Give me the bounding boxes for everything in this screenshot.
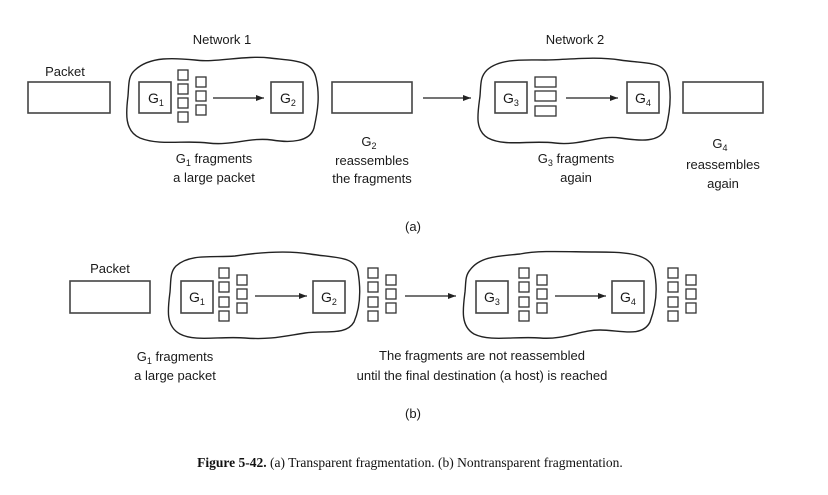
fragment <box>177 83 189 95</box>
gateway-g3-box <box>494 81 528 114</box>
fragment <box>518 310 530 322</box>
gateway-g3-label: G3 <box>484 289 500 307</box>
g3-fragments <box>534 76 557 117</box>
fragment <box>177 111 189 123</box>
g1-fragments <box>218 267 248 322</box>
network-2-label: Network 2 <box>546 32 605 47</box>
part-b: Packet G1 G2 G3 <box>69 250 697 421</box>
fragment <box>667 310 679 322</box>
gateway-g1-box <box>180 280 214 314</box>
fragment <box>195 76 207 88</box>
delivered-fragments <box>667 267 697 322</box>
fragment <box>385 274 397 286</box>
fragment <box>385 288 397 300</box>
fragment <box>177 97 189 109</box>
gateway-g3-label: G3 <box>503 90 519 108</box>
svg-text:a large packet: a large packet <box>134 368 216 383</box>
fragment <box>236 274 248 286</box>
final-packet-box <box>682 81 764 114</box>
note-final-destination: The fragments are not reassembled until … <box>357 348 608 383</box>
note-g1-fragments: G1 fragments a large packet <box>173 151 255 185</box>
part-b-tag: (b) <box>405 406 421 421</box>
gateway-g4-box <box>611 280 645 314</box>
note-g3-fragments: G3 fragments again <box>538 151 615 185</box>
g3-fragments <box>518 267 548 322</box>
fragment <box>367 310 379 322</box>
fragment <box>536 274 548 286</box>
note-g2-reassembles: G2 reassembles the fragments <box>332 134 412 186</box>
svg-text:G3 fragments: G3 fragments <box>538 151 615 168</box>
gateway-g1-label: G1 <box>148 90 164 108</box>
fragment <box>195 90 207 102</box>
gateway-g1-label: G1 <box>189 289 205 307</box>
svg-text:G2: G2 <box>361 134 376 151</box>
fragment <box>534 76 557 88</box>
figure-caption: Figure 5-42. (a) Transparent fragmentati… <box>197 455 623 470</box>
fragment <box>518 281 530 293</box>
fragment <box>667 267 679 279</box>
fragment <box>518 267 530 279</box>
fragment <box>367 281 379 293</box>
in-transit-fragments <box>367 267 397 322</box>
gateway-g2-label: G2 <box>280 90 296 108</box>
fragment <box>236 302 248 314</box>
fragment <box>218 281 230 293</box>
fragment <box>536 288 548 300</box>
g1-fragments <box>177 69 207 123</box>
svg-text:G1 fragments: G1 fragments <box>137 349 214 366</box>
fragment <box>536 302 548 314</box>
reassembled-packet-box <box>331 81 413 114</box>
fragment <box>667 296 679 308</box>
gateway-g2-box <box>270 81 304 114</box>
svg-text:again: again <box>707 176 739 191</box>
gateway-g2-box <box>312 280 346 314</box>
fragment <box>195 104 207 116</box>
gateway-g4-label: G4 <box>635 90 651 108</box>
gateway-g4-label: G4 <box>620 289 636 307</box>
svg-text:again: again <box>560 170 592 185</box>
network-1-cloud <box>125 56 319 145</box>
svg-text:reassembles: reassembles <box>686 157 760 172</box>
fragment <box>385 302 397 314</box>
part-a: Network 1 Network 2 Packet G1 G2 G3 <box>27 32 764 234</box>
fragment <box>685 302 697 314</box>
fragment <box>218 267 230 279</box>
fragment <box>367 296 379 308</box>
note-g4-reassembles: G4 reassembles again <box>686 136 760 191</box>
fragment <box>534 90 557 102</box>
fragment <box>367 267 379 279</box>
network-2-cloud <box>462 250 657 340</box>
svg-text:until the final destination (a: until the final destination (a host) is … <box>357 368 608 383</box>
network-1-label: Network 1 <box>193 32 252 47</box>
svg-text:The fragments are not reassemb: The fragments are not reassembled <box>379 348 585 363</box>
gateway-g1-box <box>138 81 172 114</box>
network-1-cloud <box>167 251 361 340</box>
svg-text:G1 fragments: G1 fragments <box>176 151 253 168</box>
svg-text:G4: G4 <box>712 136 727 153</box>
packet-label: Packet <box>45 64 85 79</box>
svg-text:the fragments: the fragments <box>332 171 412 186</box>
gateway-g2-label: G2 <box>321 289 337 307</box>
fragment <box>218 296 230 308</box>
fragment <box>685 274 697 286</box>
packet-box <box>69 280 151 314</box>
packet-label: Packet <box>90 261 130 276</box>
fragment <box>177 69 189 81</box>
network-2-cloud <box>477 57 671 145</box>
gateway-g4-box <box>626 81 660 114</box>
svg-text:a large packet: a large packet <box>173 170 255 185</box>
gateway-g3-box <box>475 280 509 314</box>
fragment <box>218 310 230 322</box>
fragment <box>518 296 530 308</box>
packet-box <box>27 81 111 114</box>
fragment <box>534 105 557 117</box>
note-g1-fragments: G1 fragments a large packet <box>134 349 216 383</box>
svg-text:reassembles: reassembles <box>335 153 409 168</box>
fragment <box>685 288 697 300</box>
part-a-tag: (a) <box>405 219 421 234</box>
fragment <box>236 288 248 300</box>
fragment <box>667 281 679 293</box>
